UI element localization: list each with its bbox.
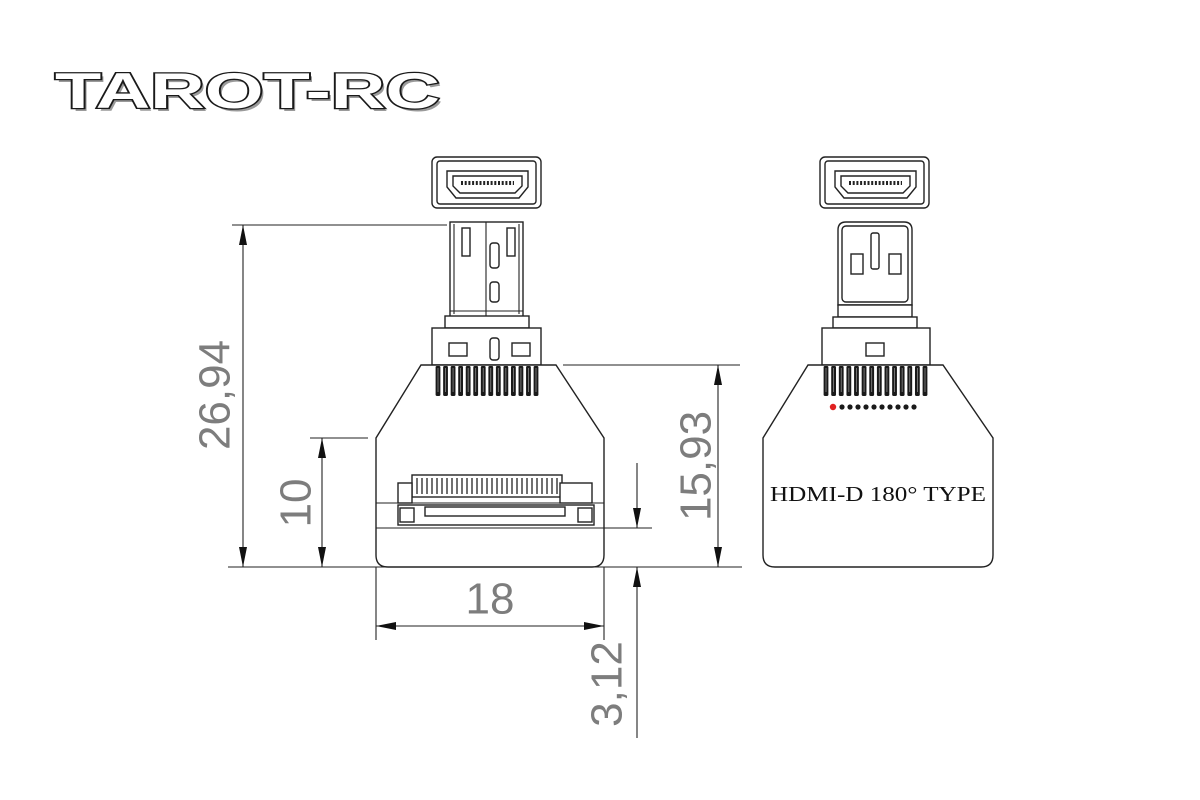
- logo-text: TAROT-RC: [55, 63, 440, 119]
- dim-label-width: 18: [466, 575, 515, 624]
- pin-row-side: [435, 366, 539, 396]
- plug-front: [832, 221, 918, 329]
- connector-body-front: [821, 327, 931, 366]
- fpc-latch-lug-right: [577, 507, 593, 523]
- solder-pad-dot: [903, 404, 909, 410]
- solder-pad-dot: [887, 404, 893, 410]
- front-body-window: [865, 342, 885, 357]
- solder-pad-dot: [839, 404, 845, 410]
- solder-pad-dot: [911, 404, 917, 410]
- solder-pad-dot: [895, 404, 901, 410]
- plug-front-band: [837, 304, 913, 318]
- pcb-board-front: [762, 364, 994, 568]
- front-body-housing: [821, 327, 931, 366]
- plug-rib-right: [506, 227, 516, 257]
- plug-front-flange: [832, 316, 918, 329]
- plug-front-center-tab: [870, 232, 880, 270]
- body-housing: [431, 327, 542, 366]
- solder-pad-dot: [879, 404, 885, 410]
- plug-front-hole-right: [888, 253, 902, 275]
- solder-pad-dot: [847, 404, 853, 410]
- body-center-slot: [489, 337, 500, 361]
- solder-pad-row: [829, 403, 917, 411]
- solder-pad-dot: [863, 404, 869, 410]
- plug-flange: [444, 315, 530, 329]
- plug-slot-upper: [489, 242, 500, 269]
- fpc-teeth: [416, 478, 558, 494]
- fpc-side-block-right: [559, 482, 593, 504]
- fpc-side-block-left: [397, 482, 413, 504]
- socket-top-view-right: [818, 155, 931, 210]
- solder-pad-dot: [871, 404, 877, 410]
- fpc-connector: [376, 474, 604, 526]
- dimensions: 26,94 10 18 15,93 3,12: [191, 224, 742, 738]
- fpc-latch-bar: [424, 506, 566, 517]
- dim-label-overall-height: 26,94: [191, 340, 240, 450]
- plug-front-rim: [841, 225, 909, 303]
- body-window-right: [511, 342, 531, 357]
- pin-row-front: [823, 366, 928, 396]
- dim-label-connector-offset: 3,12: [583, 641, 632, 727]
- front-view: HDMI-D 180° TYPE: [762, 155, 994, 568]
- dim-label-body-height: 15,93: [672, 411, 721, 521]
- plug-rib-left: [461, 227, 471, 257]
- solder-pad-dot: [855, 404, 861, 410]
- fpc-latch-lug-left: [399, 507, 415, 523]
- logo-shadow: TAROT-RC: [58, 66, 443, 122]
- connector-body-side: [431, 327, 542, 366]
- socket-top-view-left: [430, 155, 543, 210]
- plug-side: [449, 221, 524, 362]
- side-view: [375, 155, 605, 568]
- dim-label-board-height: 10: [272, 479, 321, 528]
- body-window-left: [448, 342, 468, 357]
- plug-front-hole-left: [850, 253, 864, 275]
- pin1-marker-dot: [829, 403, 837, 411]
- brand-logo: TAROT-RC TAROT-RC: [54, 62, 443, 122]
- plug-slot-lower: [489, 281, 500, 303]
- fpc-latch: [397, 504, 595, 526]
- connector-type-label: HDMI-D 180° TYPE: [770, 482, 986, 506]
